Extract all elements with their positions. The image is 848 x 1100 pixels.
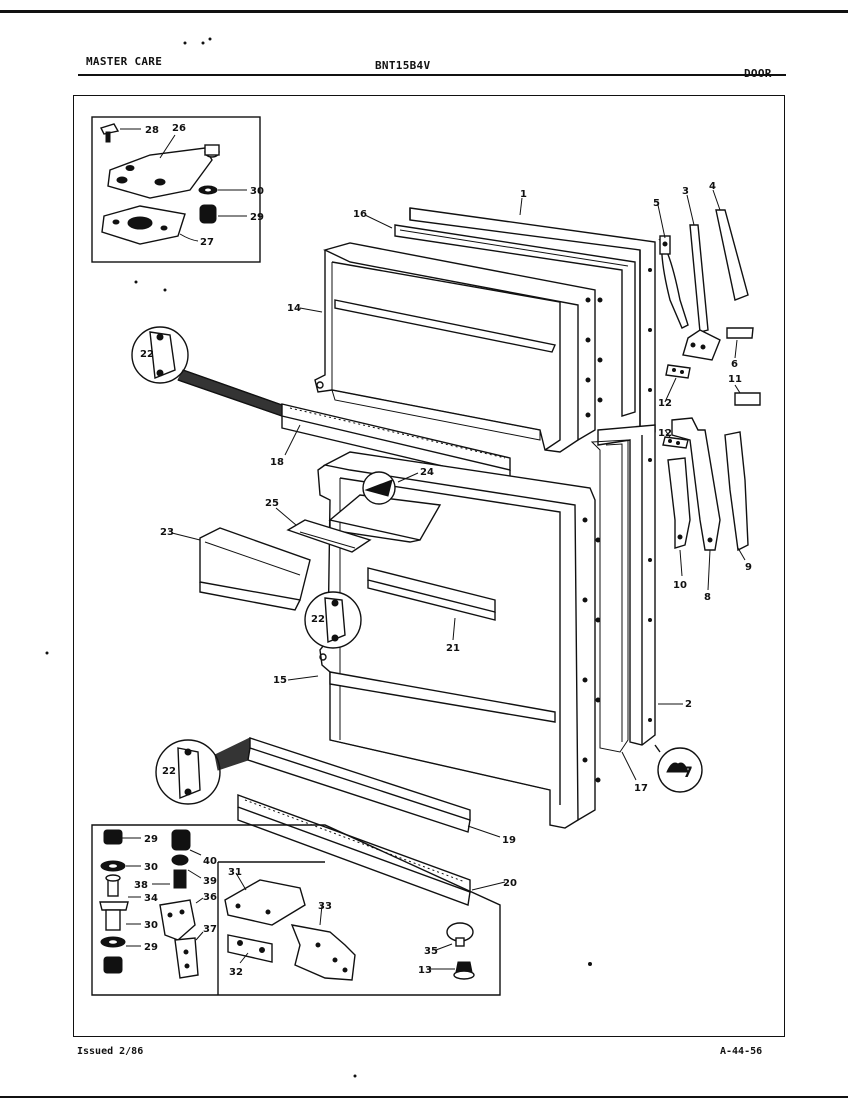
callout-7: 7	[683, 765, 693, 781]
middle-shelf-rail	[367, 567, 496, 621]
callout-30-c: 30	[144, 920, 158, 931]
callout-30-b: 30	[144, 862, 158, 873]
upper-bin	[328, 471, 442, 543]
bottom-rule	[0, 1096, 848, 1098]
callout-38: 38	[134, 880, 148, 891]
callout-11: 11	[728, 374, 742, 385]
callout-8: 8	[704, 592, 711, 603]
footer-code: A-44-56	[720, 1046, 763, 1057]
header-model: BNT15B4V	[375, 59, 431, 72]
callout-27: 27	[200, 237, 214, 248]
callout-4: 4	[709, 181, 716, 192]
callout-3: 3	[682, 186, 689, 197]
hinge-inset-top	[91, 116, 261, 263]
upper-hinge-parts	[658, 209, 761, 449]
callout-31: 31	[228, 867, 242, 878]
stray-marks	[45, 37, 592, 1078]
callout-17: 17	[634, 783, 648, 794]
callout-9: 9	[745, 562, 752, 573]
leader-lines	[171, 189, 746, 891]
callout-22-a: 22	[140, 349, 154, 360]
callout-32: 32	[229, 967, 243, 978]
callout-21: 21	[446, 643, 460, 654]
callout-18: 18	[270, 457, 284, 468]
callout-26: 26	[172, 123, 186, 134]
callout-23: 23	[160, 527, 174, 538]
callout-1: 1	[520, 189, 527, 200]
callout-36: 36	[203, 892, 217, 903]
detail-22-circles	[131, 326, 362, 805]
top-rule	[0, 10, 848, 13]
header-underline	[78, 74, 786, 76]
callout-12-a: 12	[658, 398, 672, 409]
callout-37: 37	[203, 924, 217, 935]
callout-13: 13	[418, 965, 432, 976]
hinge-inset-bottom	[91, 824, 501, 996]
callout-16: 16	[353, 209, 367, 220]
callout-15: 15	[273, 675, 287, 686]
callout-29-top: 29	[250, 212, 264, 223]
callout-14: 14	[287, 303, 301, 314]
bottom-rails	[237, 737, 471, 906]
detail-7-circle	[654, 744, 703, 793]
callout-24: 24	[420, 467, 434, 478]
callout-39: 39	[203, 876, 217, 887]
header-brand: MASTER CARE	[86, 55, 163, 68]
callout-5: 5	[653, 198, 660, 209]
callout-28: 28	[145, 125, 159, 136]
callout-22-c: 22	[162, 766, 176, 777]
callout-33: 33	[318, 901, 332, 912]
freezer-door-liner	[314, 242, 603, 453]
footer-issued: Issued 2/86	[77, 1046, 144, 1057]
callout-6: 6	[731, 359, 738, 370]
callout-labels: 28 26 30 29 27 1 16 14 18 24 25 23 21 15…	[134, 123, 752, 978]
butter-door	[286, 519, 372, 553]
callout-2: 2	[685, 699, 692, 710]
callout-12-b: 12	[658, 428, 672, 439]
callout-10: 10	[673, 580, 687, 591]
callout-20: 20	[503, 878, 517, 889]
header-section: DOOR	[744, 67, 772, 80]
callout-19: 19	[502, 835, 516, 846]
callout-29-b: 29	[144, 834, 158, 845]
callout-30-top: 30	[250, 186, 264, 197]
fresh-food-door-outer	[590, 424, 656, 753]
lower-hinge-parts	[667, 417, 749, 552]
butter-compartment	[199, 527, 311, 611]
callout-40: 40	[203, 856, 217, 867]
freezer-shelf-rail	[281, 403, 511, 483]
diagram-frame	[73, 95, 785, 1037]
callout-34: 34	[144, 893, 158, 904]
callout-29-c: 29	[144, 942, 158, 953]
callout-22-b: 22	[311, 614, 325, 625]
callout-25: 25	[265, 498, 279, 509]
callout-35: 35	[424, 946, 438, 957]
